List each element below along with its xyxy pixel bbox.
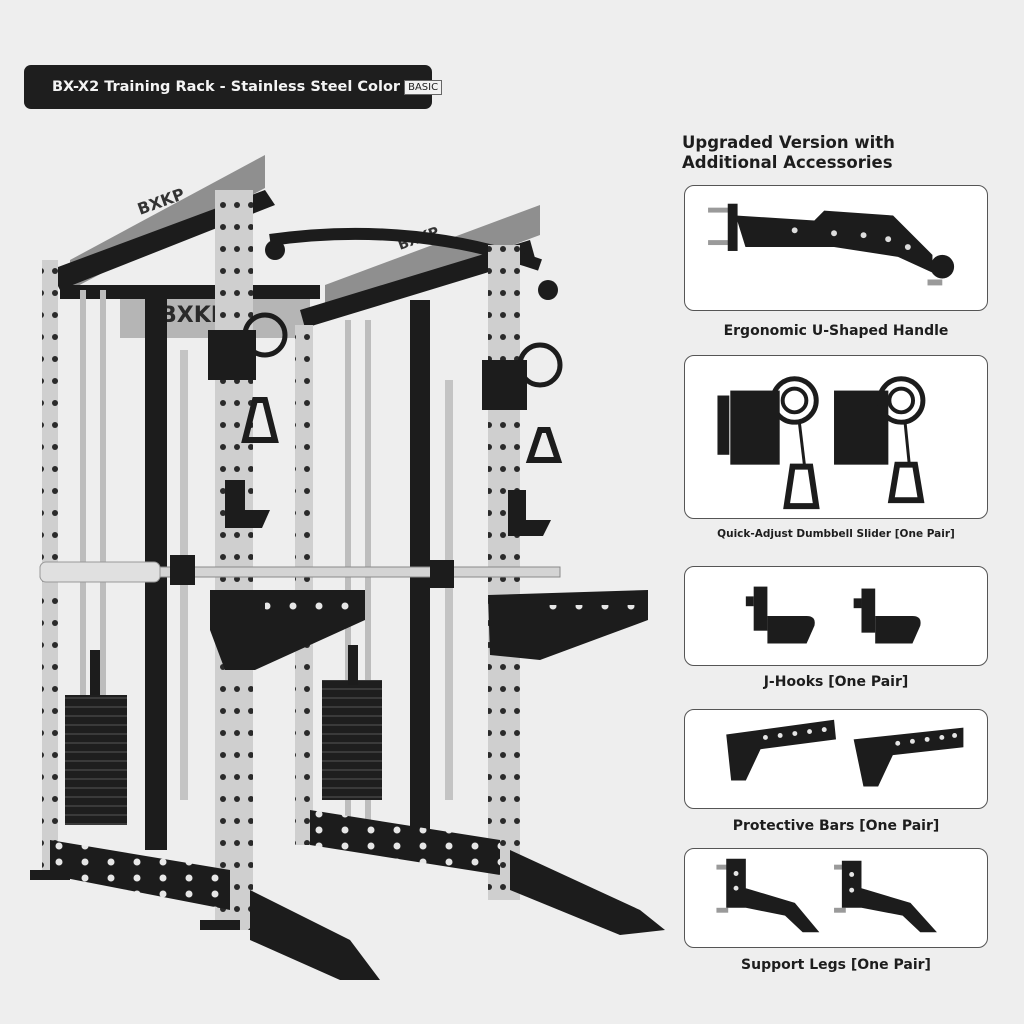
training-rack-image: BXKP BXKP BXKI [20,150,670,980]
product-title: BX-X2 Training Rack - Stainless Steel Co… [52,79,401,95]
edition-tag: BASIC [404,79,443,95]
product-title-bar: BX-X2 Training Rack - Stainless Steel Co… [24,65,443,109]
accessory-label-support-legs: Support Legs [One Pair] [741,957,931,973]
accessory-card-slider [684,355,988,519]
protective-bar-icon [726,719,964,787]
accessories-heading: Upgraded Version with Additional Accesso… [682,133,1012,173]
accessory-card-u-handle [684,185,988,311]
brand-mid-text: BXKI [160,303,219,328]
accessories-heading-line-2: Additional Accessories [682,153,893,172]
accessory-label-protective-bars: Protective Bars [One Pair] [732,818,940,834]
u-shaped-handle-icon [708,203,955,286]
training-rack-icon: BXKP BXKP BXKI [30,155,665,980]
accessories-heading-line-1: Upgraded Version with [682,133,895,152]
dumbbell-slider-icon [717,376,926,510]
accessory-label-j-hooks: J-Hooks [One Pair] [763,674,909,690]
accessory-card-protective-bars [684,709,988,809]
j-hook-icon [745,586,921,644]
accessory-label-u-handle: Ergonomic U-Shaped Handle [723,323,949,339]
support-leg-icon [716,858,937,933]
accessory-card-j-hooks [684,566,988,666]
accessory-card-support-legs [684,848,988,948]
accessory-label-slider: Quick-Adjust Dumbbell Slider [One Pair] [717,528,955,540]
